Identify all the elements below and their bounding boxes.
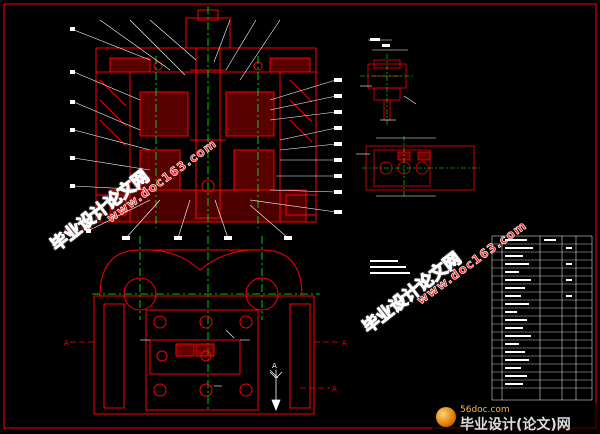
tech-notes [370, 260, 410, 274]
footer-brand: 毕业设计(论文)网 [460, 417, 571, 433]
footer-logo: 56doc.com 毕业设计(论文)网 [432, 403, 600, 433]
logo-icon [436, 407, 456, 427]
parts-list-table [491, 235, 593, 401]
plan-marks [140, 329, 279, 387]
footer-site: 56doc.com [460, 405, 510, 415]
drawing-border [3, 3, 597, 429]
parts-list-rows [492, 243, 592, 389]
leader-lines [73, 19, 337, 239]
section-marker: A [342, 339, 347, 347]
section-marker: A [64, 225, 69, 233]
section-markers: A A A A [64, 225, 347, 393]
leader-tags [70, 27, 342, 240]
plan-view [93, 249, 315, 415]
section-marker: A [64, 339, 69, 347]
view-arrow [269, 370, 283, 412]
view-label: A [272, 362, 277, 370]
center-lines [92, 6, 320, 410]
parts-list-glyphs [505, 239, 572, 385]
section-marker: A [332, 385, 337, 393]
section-lines [70, 227, 340, 389]
